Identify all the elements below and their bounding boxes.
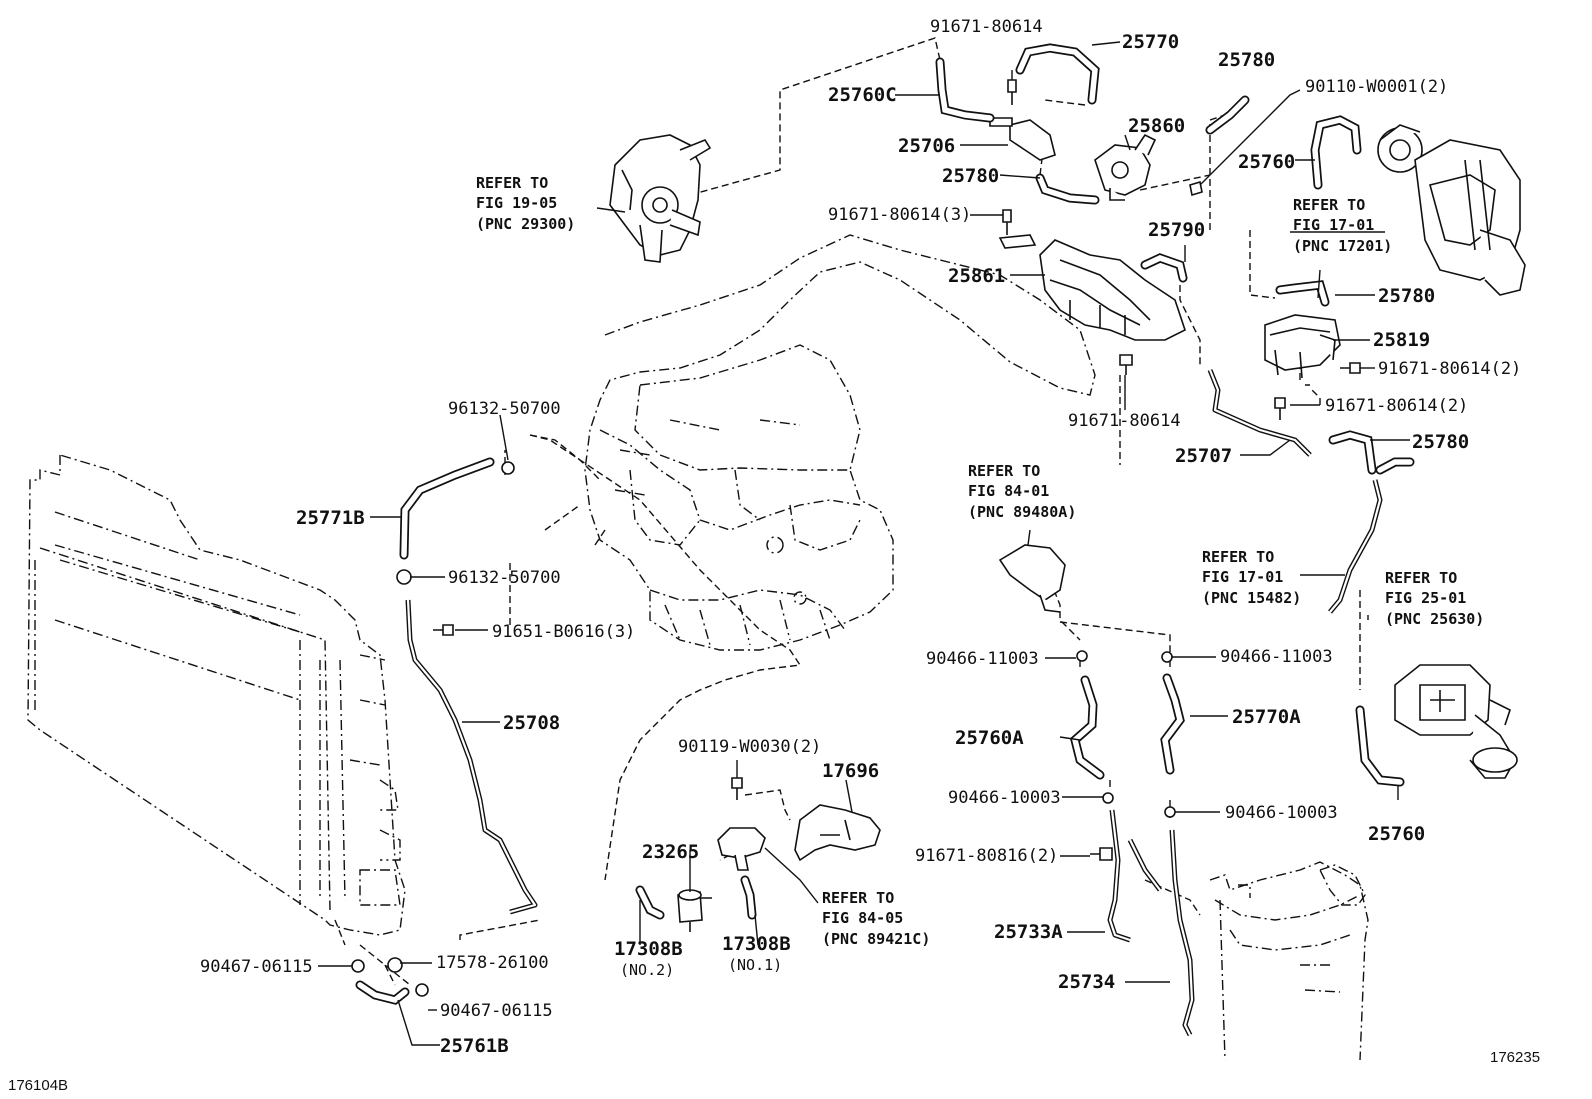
label-90110-W0001: 90110-W0001(2) <box>1305 77 1448 97</box>
label-25770A: 25770A <box>1232 706 1301 728</box>
label-91671-80614-2b: 91671-80614(2) <box>1325 396 1468 416</box>
label-17696: 17696 <box>822 760 879 782</box>
engine-block-outline <box>584 234 1096 651</box>
label-17578-26100: 17578-26100 <box>436 953 549 973</box>
label-25780-right: 25780 <box>1378 285 1435 307</box>
ref-fig-84-01-l2: FIG 84-01 <box>968 482 1049 500</box>
label-23265: 23265 <box>642 841 699 863</box>
vsv-valve-25819 <box>1264 314 1341 379</box>
label-25708: 25708 <box>503 712 560 734</box>
ref-fig-84-01-l3: (PNC 89480A) <box>968 503 1076 521</box>
hoses <box>355 43 1415 1005</box>
leader-lines <box>318 41 1410 1046</box>
label-96132-50700-b: 96132-50700 <box>448 568 561 588</box>
bracket-25706 <box>989 117 1056 161</box>
label-25790: 25790 <box>1148 219 1205 241</box>
bolts <box>433 79 1361 861</box>
label-90466-11003-b: 90466-11003 <box>1220 647 1333 667</box>
ref-fig-84-05-l3: (PNC 89421C) <box>822 930 930 948</box>
label-90467-06115-a: 90467-06115 <box>200 957 313 977</box>
egr-valve <box>1394 664 1518 779</box>
ref-fig-17-01-b-l1: REFER TO <box>1202 548 1274 566</box>
label-17308B-no1-sub: (NO.1) <box>728 956 782 974</box>
tubes <box>405 369 1383 1037</box>
label-17308B-no2-sub: (NO.2) <box>620 961 674 979</box>
label-25780-top: 25780 <box>1218 49 1275 71</box>
sensor-bracket-89480A <box>998 544 1066 613</box>
ref-fig-19-05-l2: FIG 19-05 <box>476 194 557 212</box>
footer-right-id: 176235 <box>1490 1049 1540 1066</box>
label-25760A: 25760A <box>955 727 1024 749</box>
label-91671-80614-top: 91671-80614 <box>930 17 1043 37</box>
label-25760-top: 25760 <box>1238 151 1295 173</box>
label-17308B-no2: 17308B <box>614 938 683 960</box>
label-91671-80614-3: 91671-80614(3) <box>828 205 971 225</box>
label-25706: 25706 <box>898 135 955 157</box>
label-96132-50700-a: 96132-50700 <box>448 399 561 419</box>
ref-fig-17-01-a-l2: FIG 17-01 <box>1293 216 1374 234</box>
bracket-17696 <box>794 804 881 862</box>
label-25771B: 25771B <box>296 507 365 529</box>
label-25770: 25770 <box>1122 31 1179 53</box>
label-91671-80816: 91671-80816(2) <box>915 846 1058 866</box>
ref-fig-25-01-l1: REFER TO <box>1385 569 1457 587</box>
label-25761B: 25761B <box>440 1035 509 1057</box>
label-91671-80614-2a: 91671-80614(2) <box>1378 359 1521 379</box>
radiator-outline <box>27 454 406 936</box>
ref-fig-19-05-l1: REFER TO <box>476 174 548 192</box>
label-25819: 25819 <box>1373 329 1430 351</box>
ref-fig-25-01-l3: (PNC 25630) <box>1385 610 1484 628</box>
footer-left-id: 176104B <box>8 1077 68 1094</box>
label-25860: 25860 <box>1128 115 1185 137</box>
ref-fig-17-01-b-l2: FIG 17-01 <box>1202 568 1283 586</box>
label-90466-11003-a: 90466-11003 <box>926 649 1039 669</box>
ref-fig-17-01-a-l3: (PNC 17201) <box>1293 237 1392 255</box>
filter-23265 <box>677 889 712 932</box>
label-90467-06115-b: 90467-06115 <box>440 1001 553 1021</box>
pressure-sensor-89421C <box>717 827 766 871</box>
reference-notes: REFER TO FIG 19-05 (PNC 29300) REFER TO … <box>476 174 1484 948</box>
label-25760-bot: 25760 <box>1368 823 1425 845</box>
vacuum-pump <box>609 134 712 263</box>
label-17308B-no1: 17308B <box>722 933 791 955</box>
ref-fig-17-01-a-l1: REFER TO <box>1293 196 1365 214</box>
label-91651-B0616: 91651-B0616(3) <box>492 622 635 642</box>
ref-fig-84-01-l1: REFER TO <box>968 462 1040 480</box>
hose-clamps <box>351 461 1176 997</box>
label-25780-mid: 25780 <box>942 165 999 187</box>
bracket-25861 <box>998 234 1186 341</box>
label-25734: 25734 <box>1058 971 1115 993</box>
vsv-valve-25860 <box>1094 133 1157 201</box>
ref-fig-25-01-l2: FIG 25-01 <box>1385 589 1466 607</box>
label-25760C: 25760C <box>828 84 897 106</box>
label-90119-W0030: 90119-W0030(2) <box>678 737 821 757</box>
label-25861: 25861 <box>948 265 1005 287</box>
label-90466-10003-b: 90466-10003 <box>1225 803 1338 823</box>
turbocharger <box>1377 124 1526 296</box>
ref-fig-84-05-l2: FIG 84-05 <box>822 909 903 927</box>
exhaust-pipe-outline <box>1209 861 1369 1061</box>
label-90466-10003-a: 90466-10003 <box>948 788 1061 808</box>
label-25780-low: 25780 <box>1412 431 1469 453</box>
ref-fig-19-05-l3: (PNC 29300) <box>476 215 575 233</box>
label-25707: 25707 <box>1175 445 1232 467</box>
ref-fig-84-05-l1: REFER TO <box>822 889 894 907</box>
label-25733A: 25733A <box>994 921 1063 943</box>
ref-fig-17-01-b-l3: (PNC 15482) <box>1202 589 1301 607</box>
label-91671-80614-bot: 91671-80614 <box>1068 411 1181 431</box>
part-labels: 25770 25780 91671-80614 25760C 90110-W00… <box>200 17 1521 1057</box>
